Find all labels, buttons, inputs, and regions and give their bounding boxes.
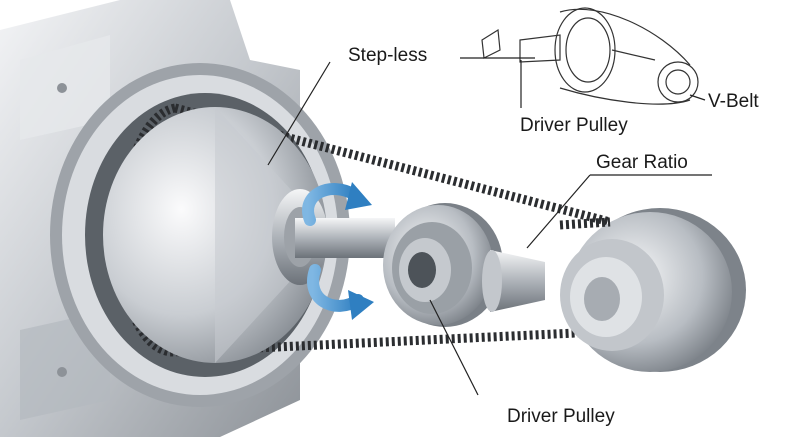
driven-pulley	[559, 208, 746, 372]
label-driver-pulley-top: Driver Pulley	[520, 115, 628, 136]
leader-gear-ratio	[526, 174, 591, 249]
leader-lines	[267, 57, 712, 396]
leader-driver-pulley-bottom	[429, 299, 479, 396]
leader-v-belt	[689, 94, 706, 101]
leader-step-less	[267, 61, 331, 166]
gear-ratio-cone	[482, 250, 545, 312]
step-less-cone	[103, 107, 328, 363]
inset-schematic	[481, 7, 699, 105]
driver-pulley-small	[383, 203, 503, 327]
label-driver-pulley-bottom: Driver Pulley	[507, 406, 615, 427]
label-v-belt: V-Belt	[708, 91, 759, 112]
label-gear-ratio: Gear Ratio	[596, 152, 688, 173]
rotation-arrows	[302, 182, 374, 320]
label-step-less: Step-less	[348, 45, 428, 66]
